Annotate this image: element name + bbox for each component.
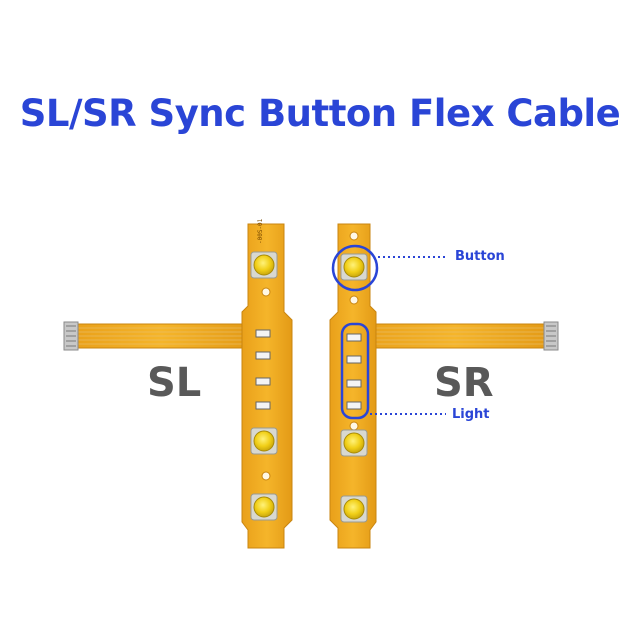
sr-leds xyxy=(346,333,362,410)
button-highlight-circle xyxy=(331,244,379,292)
light-annotation xyxy=(340,322,446,420)
sr-label: SR xyxy=(434,360,494,406)
light-highlight-box xyxy=(340,322,370,420)
sr-button-top xyxy=(340,253,368,281)
sr-button-bottom xyxy=(340,495,368,523)
sl-strip xyxy=(241,223,293,549)
sl-leds xyxy=(255,329,271,410)
sl-button-bottom xyxy=(250,493,278,521)
button-annotation-label: Button xyxy=(455,249,505,264)
light-annotation-label: Light xyxy=(452,407,490,422)
svg-text:-00S-01: -00S-01 xyxy=(257,218,264,244)
sr-hole xyxy=(349,421,359,431)
sl-hole xyxy=(261,287,271,297)
sr-hole xyxy=(349,295,359,305)
sl-label: SL xyxy=(147,360,202,406)
sr-button-mid xyxy=(340,429,368,457)
page-title: SL/SR Sync Button Flex Cable xyxy=(19,92,621,135)
sr-hole xyxy=(349,231,359,241)
sl-button-mid xyxy=(250,427,278,455)
button-annotation xyxy=(331,244,448,292)
sr-flex-cable xyxy=(329,223,559,549)
sl-flex-cable: -00S-01 xyxy=(63,218,293,549)
sl-hole xyxy=(261,471,271,481)
sl-button-top xyxy=(250,251,278,279)
